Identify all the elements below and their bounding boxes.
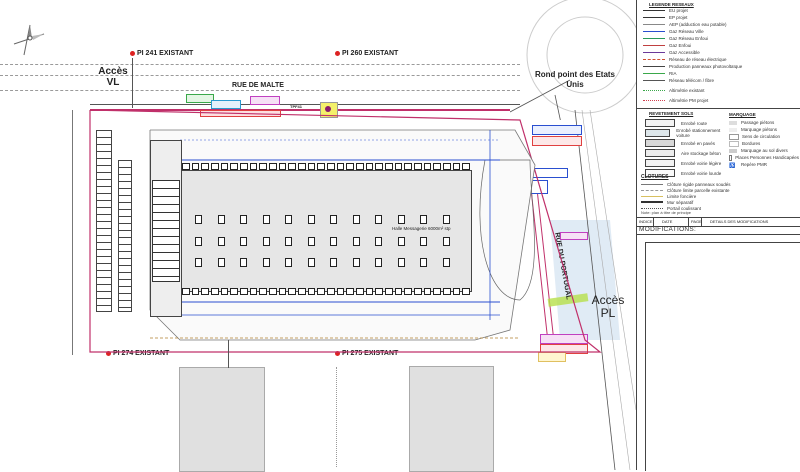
marking-legend-title: MARQUAGE: [729, 112, 756, 117]
annotation-tag: [211, 100, 241, 109]
annotation-tag: [532, 136, 582, 146]
survey-point-pi-274: PI 274 EXISTANT: [106, 350, 169, 357]
parking-west: [96, 130, 112, 312]
survey-line: [228, 340, 229, 368]
survey-pin-icon: [335, 350, 340, 356]
fence-legend-title: CLOTURES: [641, 174, 669, 180]
legend-item: Gaz Enfoui: [643, 42, 797, 49]
legend-item: Enrobé en pavés: [645, 138, 725, 148]
col-page: PAGE: [691, 218, 702, 226]
marker-dot: [325, 106, 331, 112]
legend-item: Clôture limite parcelle existante: [641, 187, 791, 193]
legend-item: Enrobé voirie légère: [645, 158, 725, 168]
legend-item: Gaz Réseau Ville: [643, 28, 797, 35]
legend-item: Gaz Accessible: [643, 49, 797, 56]
neighbor-building: [179, 367, 265, 472]
legend-item: Passage piétons: [729, 119, 799, 126]
legend-panel: LEGENDE RESEAUX EU projet EP projet AEP …: [636, 0, 800, 471]
legend-divider: [637, 108, 800, 109]
legend-item: Bordures: [729, 140, 799, 147]
marking-legend: MARQUAGE Passage piétons Marquage piéton…: [729, 112, 799, 169]
fence-legend: CLOTURES Clôture rigide panneaux soudés …: [641, 174, 791, 211]
survey-point-pi-241: PI 241 EXISTANT: [130, 50, 193, 57]
annotation-tag: [186, 94, 214, 103]
road-edge: [0, 90, 520, 91]
network-legend-title: LEGENDE RESEAUX: [649, 2, 694, 7]
legend-item: Gaz Réseau Enfoui: [643, 35, 797, 42]
annotation-tag: [540, 334, 588, 344]
legend-item: EU projet: [643, 7, 797, 14]
modifications-table-header: INDICE DATE PAGE DETAILS DES MODIFICATIO…: [637, 217, 800, 227]
survey-line: [132, 58, 133, 108]
annotation-tag: [250, 96, 280, 105]
legend-item: Enrobé voirie lourde: [645, 168, 725, 178]
legend-item: EP projet: [643, 14, 797, 21]
road-code: TPF41: [290, 104, 303, 109]
legend-item: Aire stockage béton: [645, 148, 725, 158]
survey-pin-icon: [106, 350, 111, 356]
parking-west-2: [118, 160, 132, 312]
survey-point-pi-260: PI 260 EXISTANT: [335, 50, 398, 57]
legend-item: ♿Repère PMR: [729, 162, 768, 169]
road-edge: [90, 104, 520, 105]
legend-item: Enrobé route: [645, 118, 725, 128]
legend-item: Mur séparatif: [641, 199, 791, 205]
legend-item: RIA: [643, 70, 797, 77]
legend-item: Altimétrie existant: [643, 87, 797, 94]
survey-pin-icon: [335, 50, 340, 56]
col-date: DATE: [654, 218, 689, 226]
col-details: DETAILS DES MODIFICATIONS: [710, 219, 769, 224]
network-legend: LEGENDE RESEAUX EU projet EP projet AEP …: [637, 0, 800, 104]
modifications-title: MODIFICATIONS:: [639, 226, 697, 233]
legend-item: Portail coulissant: [641, 205, 791, 211]
pillar-grid: [195, 215, 465, 280]
site-plan: PI 241 EXISTANT PI 260 EXISTANT PI 274 E…: [0, 0, 640, 472]
survey-pin-icon: [130, 50, 135, 56]
roundabout: [510, 0, 640, 120]
surface-legend: REVETEMENT SOLS Enrobé route Enrobé stat…: [645, 111, 725, 178]
dotted-axis: [336, 367, 337, 467]
main-building: [180, 170, 472, 292]
street-name-north: RUE DE MALTE: [232, 82, 284, 89]
legend-item: Limite foncière: [641, 193, 791, 199]
access-vl-label: Accès VL: [98, 66, 128, 88]
legend-item: Clôture rigide panneaux soudés: [641, 181, 791, 187]
road-edge: [0, 75, 520, 76]
east-road: [529, 110, 636, 470]
modifications-box: [637, 234, 800, 235]
col-indice: INDICE: [639, 218, 654, 226]
legend-item: Production panneaux photovoltaïque: [643, 63, 797, 70]
dock-row-south: [182, 288, 471, 295]
legend-item: AEP (adduction eau potable): [643, 21, 797, 28]
annotation-tag: [560, 232, 588, 240]
legend-item: Marquage piétons: [729, 126, 799, 133]
annotation-tag: [532, 125, 582, 135]
roundabout-label: Rond point des Etats Unis: [535, 70, 615, 89]
legend-item: Places Personnes Handicapées: [729, 154, 799, 161]
legend-item: Réseau télécom / fibre: [643, 77, 797, 84]
surface-legend-title: REVETEMENT SOLS: [649, 111, 694, 116]
office-rooms: [152, 180, 180, 282]
compass-rose-icon: [13, 24, 45, 56]
neighbor-building: [409, 366, 494, 472]
dock-row-north: [182, 163, 471, 170]
legend-item: Altimétrie PM projet: [643, 97, 797, 104]
parcel-line-west: [72, 110, 73, 355]
modifications-content: [645, 242, 800, 471]
access-pl-label: Accès PL: [591, 293, 625, 320]
road-edge: [0, 64, 520, 65]
building-label: Halle Messagerie 6000m² stp: [392, 226, 451, 231]
legend-note: Note: plan à titre de principe: [641, 210, 692, 215]
legend-item: Marquage au sol divers: [729, 147, 799, 154]
legend-item: Enrobé stationnement voiture: [645, 128, 725, 138]
legend-item: Sens de circulation: [729, 133, 799, 140]
survey-point-pi-275: PI 275 EXISTANT: [335, 350, 398, 357]
parcel-boundary: [90, 109, 510, 111]
legend-item: Réseau de réseau électrique: [643, 56, 797, 63]
